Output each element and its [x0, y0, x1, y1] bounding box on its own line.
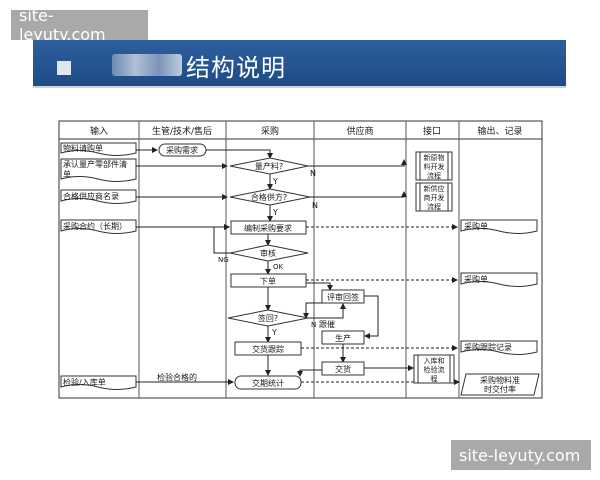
doc-purchase-contract-label: 采购合约（长期）: [63, 221, 127, 231]
doc-inspection-storage-label: 检验/入库单: [63, 377, 106, 387]
doc-material-request: [60, 142, 137, 156]
decision-qualified-supplier-label: 合格供方?: [251, 192, 287, 202]
doc-approved-parts-label-2: 单: [63, 169, 71, 179]
arrow: [213, 224, 230, 254]
output-purchase-order-label: 采购单: [464, 221, 488, 231]
node-review-sign-label: 评审回签: [327, 292, 359, 302]
interface-storage-label-1: 入库和: [424, 356, 445, 365]
interface-storage-label-2: 检验流: [424, 365, 445, 374]
column-header-planning: 生管/技术/售后: [152, 125, 212, 137]
doc-approved-parts-list: [60, 158, 137, 182]
interface-new-supplier-label-3: 流程: [427, 202, 441, 211]
doc-qualified-suppliers-label: 合格供应商名录: [63, 191, 119, 201]
banner-underline: [33, 86, 566, 88]
label-n: N: [312, 201, 318, 210]
label-y: Y: [272, 177, 278, 186]
interface-new-material-label-3: 流程: [427, 171, 441, 180]
output-tracking-record-label: 采购跟踪记录: [464, 342, 512, 352]
label-follow-up: 跟催: [319, 319, 335, 329]
output-delivery-rate-label-2: 时交付率: [484, 384, 516, 394]
arrow: [308, 159, 407, 167]
label-y: Y: [271, 328, 277, 337]
node-delivery-stats-label: 交期统计: [252, 378, 284, 388]
arrow: [310, 191, 407, 198]
node-production-label: 生产: [335, 333, 351, 343]
node-prepare-requirement-label: 编制采购要求: [244, 223, 292, 233]
doc-material-request-label: 物料请购单: [63, 143, 103, 153]
node-delivery-tracking-label: 交货跟踪: [252, 344, 284, 354]
label-n: N: [311, 321, 316, 329]
arrow: [308, 303, 346, 319]
output-delivery-rate-label-1: 采购物料准: [480, 375, 520, 385]
node-delivery-label: 交货: [335, 364, 351, 374]
output-delivery-rate: [460, 373, 540, 396]
output-purchase-order-2: [460, 272, 538, 287]
arrow: [306, 282, 333, 291]
interface-new-supplier: [415, 182, 453, 212]
interface-new-material: [415, 151, 453, 181]
node-place-order-label: 下单: [260, 276, 276, 286]
doc-inspection-storage: [60, 375, 137, 390]
node-purchase-demand-label: 采购需求: [166, 145, 198, 155]
output-tracking-record: [460, 340, 538, 355]
arrow: [206, 149, 273, 159]
label-ok: OK: [273, 263, 284, 271]
title-bullet-icon: [57, 61, 71, 75]
column-header-interface: 接口: [423, 125, 441, 137]
label-n: N: [310, 169, 316, 178]
decision-review-label: 审核: [260, 248, 276, 258]
doc-qualified-suppliers: [60, 189, 137, 204]
interface-new-supplier-label-1: 新供应: [424, 184, 445, 193]
decision-mass-production-label: 量产料?: [255, 161, 283, 171]
arrow: [303, 302, 322, 319]
watermark-bottom: site-leyuty.com: [451, 440, 591, 470]
inspect-pass-label: 检验合格的: [157, 372, 197, 382]
output-purchase-order-2-label: 采购单: [464, 274, 488, 284]
title-blurred-text: [112, 54, 182, 76]
interface-storage-label-3: 程: [431, 374, 438, 383]
label-ng: NG: [218, 256, 229, 264]
doc-purchase-contract: [60, 219, 137, 234]
interface-new-material-label-2: 料开发: [424, 162, 445, 171]
output-purchase-order: [460, 219, 538, 234]
column-header-purchasing: 采购: [261, 125, 279, 137]
label-y: Y: [272, 208, 278, 217]
arrow: [364, 295, 379, 339]
interface-storage-inspection: [413, 354, 455, 384]
column-header-input: 输入: [90, 125, 108, 137]
decision-sign-back-label: 签回?: [258, 313, 278, 323]
watermark-top: site-leyuty.com: [11, 6, 148, 44]
interface-new-material-label-1: 新原物: [424, 153, 445, 162]
column-header-output: 输出、记录: [477, 125, 522, 137]
page-title: 结构说明: [186, 54, 286, 82]
arrow: [297, 369, 322, 377]
interface-new-supplier-label-2: 商开发: [424, 193, 445, 202]
column-header-supplier: 供应商: [346, 125, 373, 137]
doc-approved-parts-label-1: 承认量产零部件清: [63, 159, 127, 169]
